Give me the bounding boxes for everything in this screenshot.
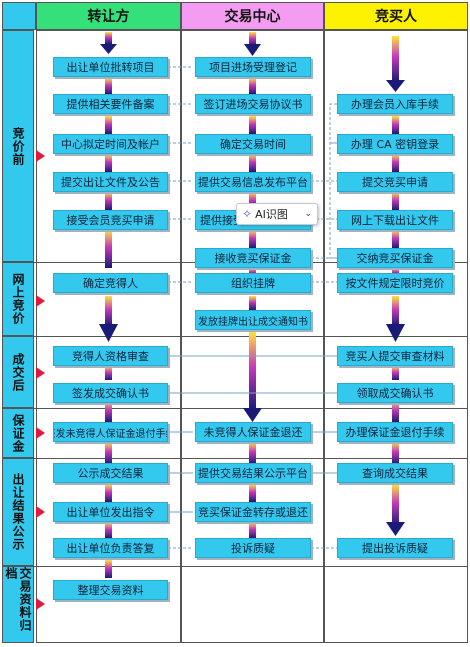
- header-center: 交易中心: [181, 2, 324, 30]
- box-query-result: 查询成交结果: [337, 463, 453, 483]
- arrow-icon: [99, 296, 118, 342]
- box-project-approval: 出让单位批转项目: [53, 57, 168, 77]
- row-divider: [2, 566, 468, 567]
- box-refund-procedure: 签发未竞得人保证金退付手续: [53, 422, 168, 442]
- box-reply: 出让单位负责答复: [53, 538, 168, 558]
- row-divider: [2, 336, 468, 337]
- box-issue-instruction: 出让单位发出指令: [53, 502, 168, 522]
- sparkle-icon: ✧: [242, 207, 253, 221]
- stage-deposit: 保证金: [2, 408, 34, 458]
- arrow-icon: [244, 32, 261, 56]
- box-download-docs: 网上下载出让文件: [337, 210, 453, 230]
- box-document-filing: 提供相关要件备案: [53, 94, 168, 114]
- box-deposit-return: 未竞得人保证金退还: [195, 422, 311, 442]
- stage-marker-icon: [36, 506, 45, 518]
- box-member-registration: 办理会员入库手续: [337, 94, 453, 114]
- box-sign-agreement: 签订进场交易协议书: [195, 94, 311, 114]
- box-complaint: 投诉质疑: [195, 538, 311, 558]
- arrow-icon: [392, 442, 399, 464]
- box-confirm-winner: 确定竞得人: [53, 273, 168, 293]
- box-result-platform: 提供交易结果公示平台: [195, 463, 311, 483]
- stage-marker-icon: [36, 598, 45, 610]
- box-timed-bidding: 按文件规定限时竞价: [337, 273, 453, 293]
- stage-before-bidding: 竞价前: [2, 30, 34, 262]
- box-schedule-account: 中心拟定时间及帐户: [53, 134, 168, 154]
- box-deposit-transfer: 竞买保证金转存或退还: [195, 502, 311, 522]
- box-publish-result: 公示成交结果: [53, 463, 168, 483]
- box-receive-deposit: 接收竞买保证金: [195, 248, 311, 268]
- box-issue-confirmation: 签发成交确认书: [53, 383, 168, 403]
- row-divider: [2, 458, 468, 459]
- chevron-down-icon[interactable]: ⌄: [304, 209, 312, 219]
- box-info-platform: 提供交易信息发布平台: [195, 172, 311, 192]
- stage-online-bidding: 网上竞价: [2, 262, 34, 336]
- row-divider: [2, 408, 468, 409]
- box-file-complaint: 提出投诉质疑: [337, 538, 453, 558]
- box-submit-materials: 竞买人提交审查材料: [337, 346, 453, 366]
- header-corner: [2, 2, 36, 30]
- box-ca-key: 办理 CA 密钥登录: [337, 134, 453, 154]
- header-transferor: 转让方: [36, 2, 181, 30]
- box-accept-application: 接受会员竞买申请: [53, 210, 168, 230]
- box-deposit-refund: 办理保证金退付手续: [337, 422, 453, 442]
- stage-marker-icon: [36, 150, 45, 162]
- box-submit-bid: 提交竞买申请: [337, 172, 453, 192]
- box-organize-records: 整理交易资料: [53, 580, 168, 600]
- arrow-icon: [386, 296, 405, 342]
- box-collect-confirmation: 领取成交确认书: [337, 383, 453, 403]
- box-deal-notice: 发放挂牌出让成交通知书: [195, 310, 311, 330]
- box-trade-time: 确定交易时间: [195, 134, 311, 154]
- stage-result-publicity: 出让结果公示: [2, 458, 34, 566]
- box-qualification-review: 竞得人资格审查: [53, 346, 168, 366]
- stage-marker-icon: [36, 367, 45, 379]
- stage-marker-icon: [36, 427, 45, 439]
- arrow-icon: [386, 36, 405, 92]
- arrow-icon: [243, 332, 262, 422]
- ai-recognize-button[interactable]: ✧ AI识图 ⌄: [236, 203, 318, 225]
- box-pay-deposit: 交纳竞买保证金: [337, 248, 453, 268]
- box-organize-listing: 组织挂牌: [195, 273, 311, 293]
- arrow-icon: [100, 32, 117, 54]
- arrow-icon: [386, 484, 405, 536]
- box-submit-announcement: 提交出让文件及公告: [53, 172, 168, 192]
- header-bidder: 竞买人: [324, 2, 468, 30]
- ai-recognize-label: AI识图: [255, 208, 288, 221]
- stage-marker-icon: [36, 295, 45, 307]
- stage-archive: 交易资料归档: [2, 566, 34, 643]
- box-registration: 项目进场受理登记: [195, 57, 311, 77]
